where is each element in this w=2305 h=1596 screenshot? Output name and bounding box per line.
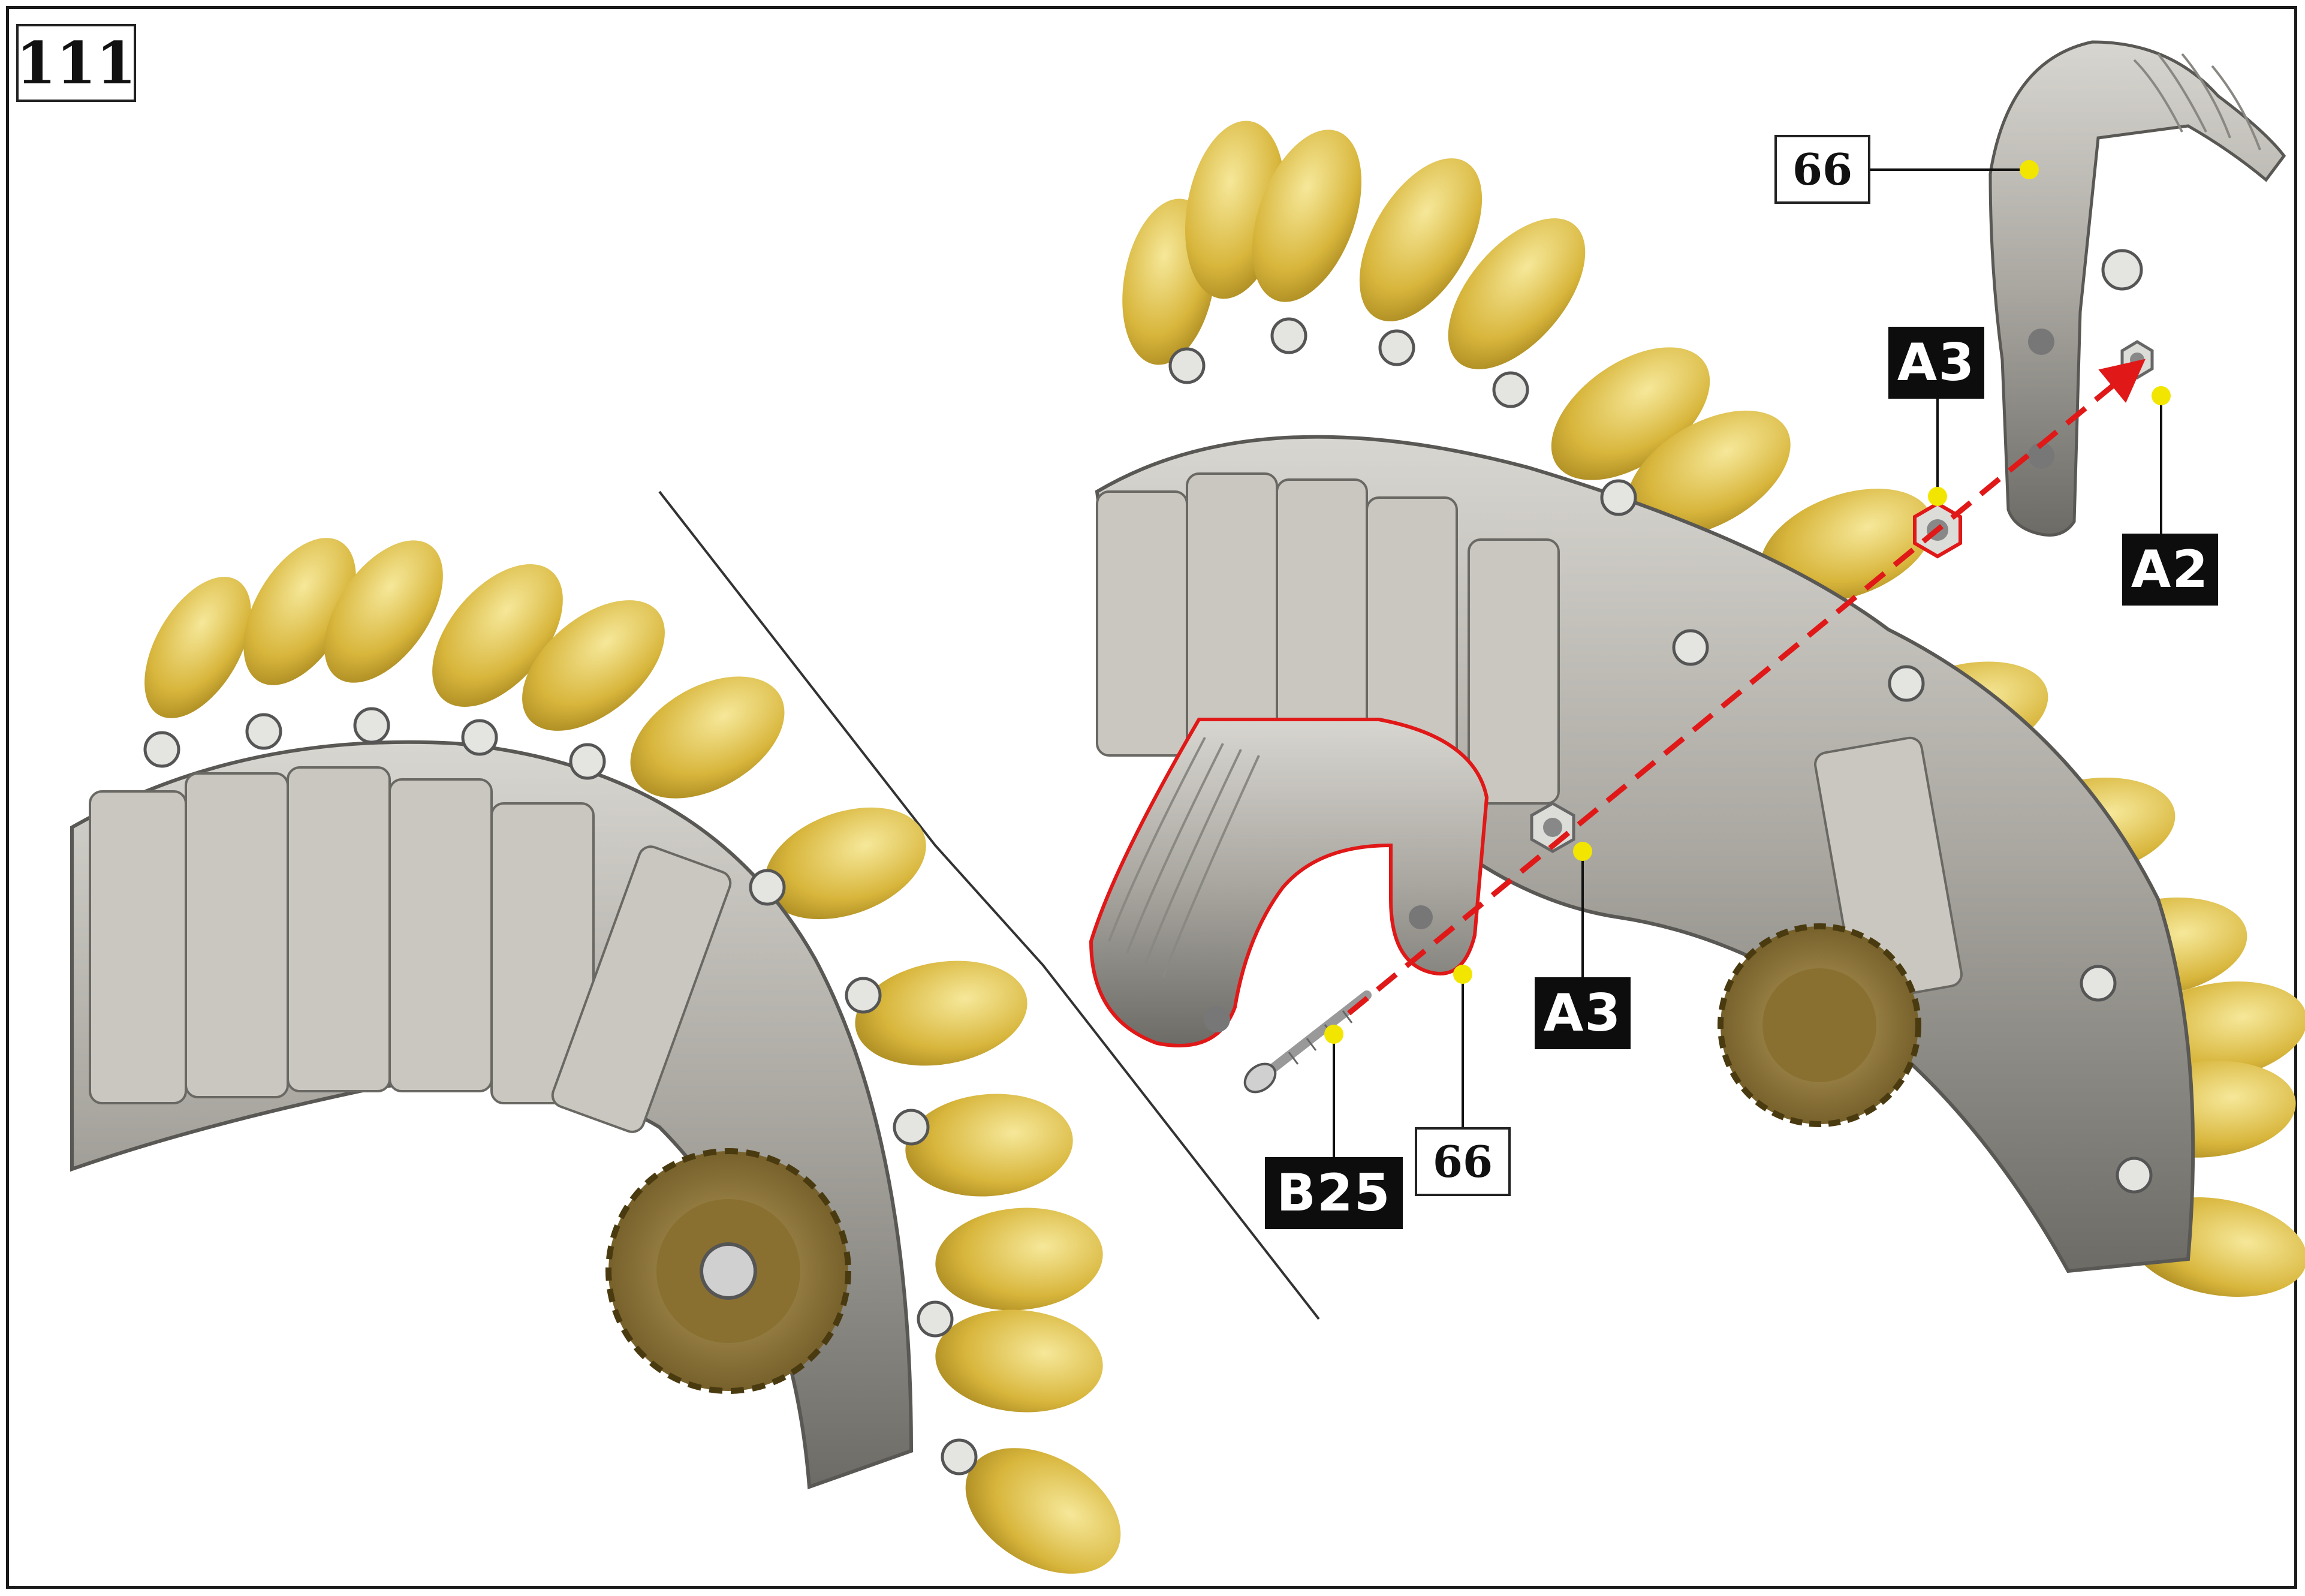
a3-tag-bottom: A3 (1535, 977, 1631, 1049)
exploded-tail-segment (1091, 42, 2305, 1310)
pointer-dot (1324, 1025, 1343, 1044)
pointer-dot (1573, 842, 1592, 861)
a2-tag: A2 (2122, 534, 2218, 606)
part-66-label-bottom: 66 (1415, 1127, 1511, 1196)
part-66-label-top: 66 (1774, 135, 1870, 204)
a3-tag-top-text: A3 (1897, 333, 1975, 393)
a3-tag-top: A3 (1888, 327, 1984, 399)
part-66-highlighted (1091, 719, 1487, 1046)
b25-tag: B25 (1265, 1157, 1403, 1229)
part-66-detached (1990, 42, 2284, 535)
screw-b25 (1240, 995, 1367, 1098)
part-66-label-bottom-text: 66 (1433, 1136, 1493, 1187)
b25-tag-text: B25 (1276, 1163, 1391, 1223)
pointer-dot (1453, 965, 1472, 984)
assembled-tail-segment (72, 519, 1143, 1596)
gear-left (608, 1151, 848, 1391)
pointer-dot (1928, 487, 1947, 506)
pointer-dot (2020, 160, 2039, 179)
gear-right (1721, 926, 1918, 1124)
a2-tag-text: A2 (2131, 540, 2209, 600)
a3-tag-bottom-text: A3 (1544, 983, 1622, 1043)
part-66-label-top-text: 66 (1792, 144, 1852, 195)
pointer-dot (2152, 386, 2171, 405)
